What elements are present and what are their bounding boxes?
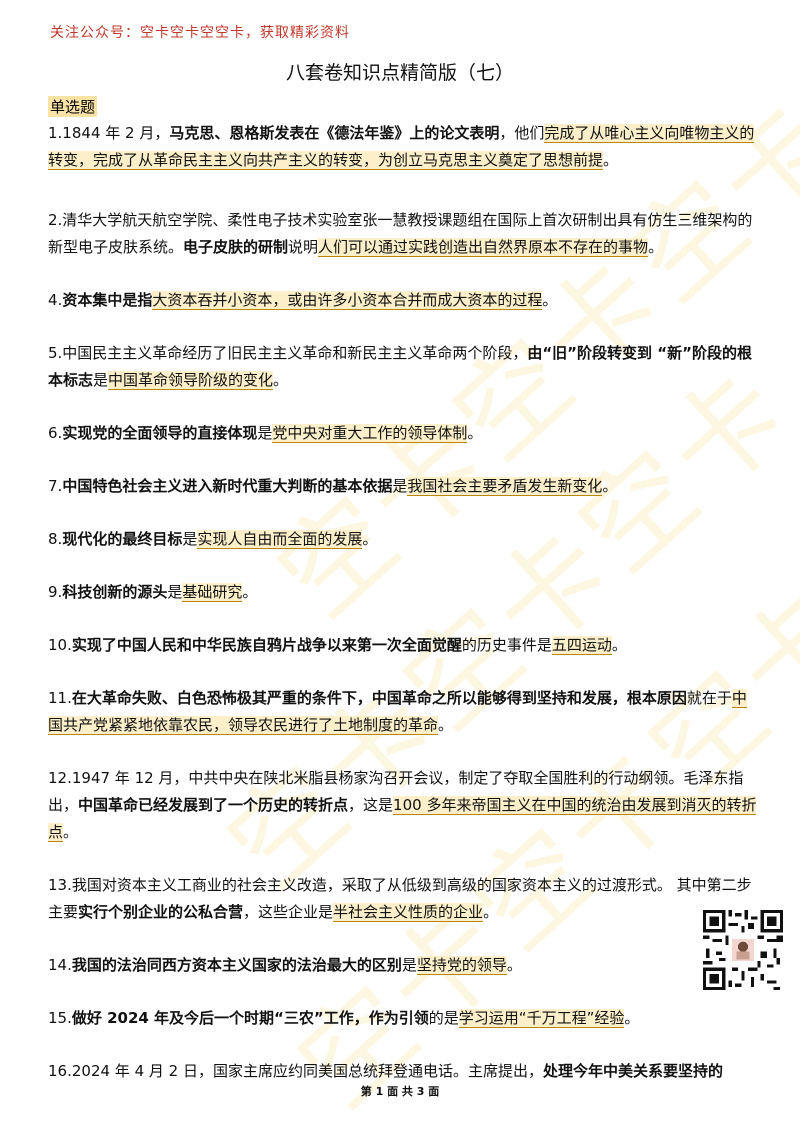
question-text: ，他们: [499, 124, 545, 142]
answer-highlight: 我国社会主要矛盾发生新变化: [407, 477, 603, 496]
question-text: 的历史事件是: [461, 636, 552, 654]
punctuation: 。: [542, 291, 558, 309]
punctuation: 。: [602, 477, 618, 495]
question-15: 15.做好 2024 年及今后一个时期“三农”工作，作为引领的是学习运用“千万工…: [48, 1005, 688, 1032]
answer-highlight: 五四运动: [551, 636, 612, 655]
question-14: 14.我国的法治同西方资本主义国家的法治最大的区别是坚持党的领导。: [48, 952, 688, 979]
key-phrase: 由“旧”阶段转变到 “新”阶段的根本标志: [48, 344, 752, 389]
punctuation: 。: [506, 956, 522, 974]
question-text: 是: [167, 583, 183, 601]
question-text: 是: [182, 530, 198, 548]
question-text: 10.: [48, 636, 72, 654]
punctuation: 。: [611, 636, 627, 654]
question-2: 2.清华大学航天航空学院、柔性电子技术实验室张一慧教授课题组在国际上首次研制出具…: [48, 207, 760, 261]
question-8: 8.现代化的最终目标是实现人自由而全面的发展。: [48, 526, 760, 553]
answer-highlight: 基础研究: [182, 583, 243, 602]
punctuation: 。: [648, 238, 664, 256]
key-phrase: 在大革命失败、白色恐怖极其严重的条件下，中国革命之所以能够得到坚持和发展，根本原…: [71, 689, 687, 707]
key-phrase: 中国革命已经发展到了一个历史的转折点: [78, 796, 349, 814]
question-text: 5.中国民主主义革命经历了旧民主主义革命和新民主主义革命两个阶段，: [48, 344, 528, 362]
question-text: 12.1947 年 12 月，中共中央在陕北米脂县杨家沟召开会议，制定了夺取全国…: [48, 769, 744, 814]
question-9: 9.科技创新的源头是基础研究。: [48, 579, 760, 606]
answer-highlight: 实现人自由而全面的发展: [197, 530, 363, 549]
key-phrase: 实现党的全面领导的直接体现: [62, 424, 258, 442]
promo-banner: 关注公众号：空卡空卡空空卡，获取精彩资料: [50, 25, 350, 41]
key-phrase: 中国特色社会主义进入新时代重大判断的基本依据: [62, 477, 393, 495]
punctuation: 。: [603, 151, 619, 169]
question-text: 1.1844 年 2 月，: [48, 124, 170, 142]
key-phrase: 做好 2024 年及今后一个时期“三农”工作，作为引领: [71, 1009, 429, 1027]
question-7: 7.中国特色社会主义进入新时代重大判断的基本依据是我国社会主要矛盾发生新变化。: [48, 473, 760, 500]
punctuation: 。: [63, 823, 79, 841]
answer-highlight: 党中央对重大工作的领导体制: [272, 424, 468, 443]
answer-highlight: 大资本吞并小资本，或由许多小资本合并而成大资本的过程: [152, 291, 543, 310]
punctuation: 。: [362, 530, 378, 548]
punctuation: 。: [273, 371, 289, 389]
question-text: 7.: [48, 477, 63, 495]
question-text: ，这是: [348, 796, 394, 814]
answer-highlight: 学习运用“千万工程”经验: [458, 1009, 625, 1028]
punctuation: 。: [242, 583, 258, 601]
question-10: 10.实现了中国人民和中华民族自鸦片战争以来第一次全面觉醒的历史事件是五四运动。: [48, 632, 760, 659]
question-text: 13.我国对资本主义工商业的社会主义改造，采取了从低级到高级的国家资本主义的过渡…: [48, 876, 752, 921]
punctuation: 。: [624, 1009, 640, 1027]
question-6: 6.实现党的全面领导的直接体现是党中央对重大工作的领导体制。: [48, 420, 760, 447]
key-phrase: 马克思、恩格斯发表在《德法年鉴》上的论文表明: [169, 124, 500, 142]
page-footer: 第 1 面 共 3 面: [360, 1085, 440, 1098]
question-4: 4.资本集中是指大资本吞并小资本，或由许多小资本合并而成大资本的过程。: [48, 287, 760, 314]
question-1: 1.1844 年 2 月，马克思、恩格斯发表在《德法年鉴》上的论文表明，他们完成…: [48, 120, 760, 174]
question-text: 11.: [48, 689, 72, 707]
answer-highlight: 坚持党的领导: [416, 956, 507, 975]
key-phrase: 资本集中是指: [62, 291, 153, 309]
question-text: 2.清华大学航天航空学院、柔性电子技术实验室张一慧教授课题组在国际上首次研制出具…: [48, 211, 753, 256]
key-phrase: 处理今年中美关系要坚持的: [542, 1062, 723, 1080]
page-title: 八套卷知识点精简版（七）: [285, 62, 514, 84]
answer-highlight: 半社会主义性质的企业: [333, 903, 484, 922]
question-5: 5.中国民主主义革命经历了旧民主主义革命和新民主主义革命两个阶段，由“旧”阶段转…: [48, 340, 760, 394]
key-phrase: 实行个别企业的公私合营: [78, 903, 244, 921]
question-text: 的是: [428, 1009, 459, 1027]
question-text: 16.2024 年 4 月 2 日，国家主席应约同美国总统拜登通电话。主席提出，: [48, 1062, 543, 1080]
question-text: ，这些企业是: [243, 903, 334, 921]
question-11: 11.在大革命失败、白色恐怖极其严重的条件下，中国革命之所以能够得到坚持和发展，…: [48, 685, 760, 739]
question-list: 1.1844 年 2 月，马克思、恩格斯发表在《德法年鉴》上的论文表明，他们完成…: [48, 120, 760, 1111]
question-text: 9.: [48, 583, 63, 601]
key-phrase: 现代化的最终目标: [62, 530, 183, 548]
key-phrase: 实现了中国人民和中华民族自鸦片战争以来第一次全面觉醒: [71, 636, 462, 654]
question-text: 4.: [48, 291, 63, 309]
section-label: 单选题: [48, 96, 98, 117]
question-text: 15.: [48, 1009, 72, 1027]
answer-highlight: 人们可以通过实践创造出自然界原本不存在的事物: [318, 238, 649, 257]
key-phrase: 科技创新的源头: [62, 583, 168, 601]
question-text: 是: [257, 424, 273, 442]
question-text: 是: [93, 371, 109, 389]
question-12: 12.1947 年 12 月，中共中央在陕北米脂县杨家沟召开会议，制定了夺取全国…: [48, 765, 760, 846]
question-text: 说明: [288, 238, 319, 256]
question-text: 就在于: [686, 689, 732, 707]
question-text: 是: [401, 956, 417, 974]
qr-code: [703, 910, 783, 990]
key-phrase: 我国的法治同西方资本主义国家的法治最大的区别: [71, 956, 402, 974]
question-13: 13.我国对资本主义工商业的社会主义改造，采取了从低级到高级的国家资本主义的过渡…: [48, 872, 760, 926]
key-phrase: 电子皮肤的研制: [183, 238, 289, 256]
answer-highlight: 中国革命领导阶级的变化: [108, 371, 274, 390]
punctuation: 。: [483, 903, 499, 921]
question-text: 6.: [48, 424, 63, 442]
question-16: 16.2024 年 4 月 2 日，国家主席应约同美国总统拜登通电话。主席提出，…: [48, 1058, 760, 1085]
question-text: 8.: [48, 530, 63, 548]
punctuation: 。: [438, 716, 454, 734]
question-text: 14.: [48, 956, 72, 974]
question-text: 是: [392, 477, 408, 495]
punctuation: 。: [467, 424, 483, 442]
